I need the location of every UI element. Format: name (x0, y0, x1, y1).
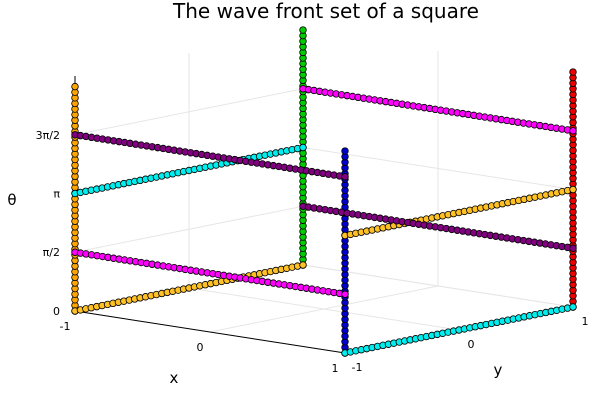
data-point (569, 68, 577, 76)
z-tick-label: π (53, 187, 60, 200)
data-point (341, 290, 349, 298)
data-point (341, 147, 349, 155)
grid-line (188, 287, 460, 331)
data-point (569, 185, 577, 194)
axis-line (74, 310, 346, 354)
data-point (299, 26, 307, 34)
x-axis-label: x (170, 369, 179, 387)
data-point (71, 82, 79, 91)
z-tick-label: 0 (53, 305, 60, 318)
y-tick-label: 1 (582, 315, 589, 328)
data-point (341, 173, 349, 181)
grid (74, 30, 574, 354)
data-point (299, 143, 307, 152)
x-tick-label: -1 (60, 320, 71, 333)
data-point (299, 261, 307, 269)
data-points (71, 26, 577, 357)
data-point (569, 303, 577, 311)
z-tick-label: 3π/2 (36, 129, 60, 142)
x-tick-label: 0 (197, 341, 204, 354)
x-tick-label: 1 (332, 362, 339, 375)
z-axis-label: θ (7, 191, 16, 209)
y-tick-label: -1 (352, 361, 363, 374)
z-tick-label: π/2 (43, 246, 60, 259)
y-axis-label: y (494, 361, 503, 379)
data-point (569, 127, 577, 135)
chart-title: The wave front set of a square (172, 0, 479, 23)
data-point (569, 244, 577, 252)
y-tick-label: 0 (468, 338, 475, 351)
